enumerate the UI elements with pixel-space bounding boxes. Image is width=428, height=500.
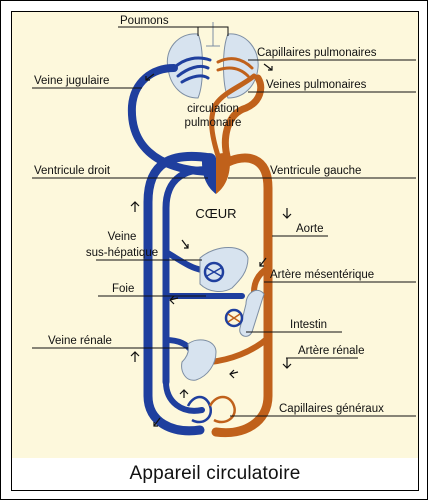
label-circulation: circulation [187, 103, 239, 115]
arrow-down-right [283, 208, 291, 218]
diagram-panel: Poumons Capillaires pulmonaires Veine ju… [11, 11, 419, 459]
arrow-hepatic [182, 240, 188, 248]
arrow-down-right-2 [283, 358, 291, 368]
label-veine-renale: Veine rénale [48, 335, 112, 347]
capillary-loop-orange [210, 397, 235, 422]
label-ventricule-gauche: Ventricule gauche [270, 165, 361, 177]
label-ventricule-droit: Ventricule droit [34, 165, 111, 177]
arrow-up-left [131, 202, 139, 212]
label-artere-mesenterique: Artère mésentérique [270, 269, 374, 281]
lung-right [224, 34, 259, 98]
liver [200, 248, 248, 292]
ventricle-left [216, 153, 230, 194]
label-artere-renale: Artère rénale [298, 345, 364, 357]
arrow-up-left-2 [131, 352, 139, 362]
liver-shape [200, 248, 248, 292]
label-pulmonaire: pulmonaire [185, 117, 242, 129]
figure-caption: Appareil circulatoire [11, 458, 419, 491]
label-aorte: Aorte [296, 223, 324, 235]
ventricle-right [202, 153, 216, 194]
renal-artery [210, 338, 268, 362]
label-veine-jugulaire: Veine jugulaire [34, 75, 109, 87]
label-veines-pulmonaires: Veines pulmonaires [266, 79, 367, 91]
arrow-renal [230, 370, 238, 378]
intestine-capillary-mesh [228, 314, 240, 322]
label-capillaires-generaux: Capillaires généraux [279, 403, 384, 415]
trachea [206, 22, 220, 46]
arrow-pulm [264, 64, 272, 70]
label-poumons: Poumons [120, 15, 169, 27]
label-sus-hepatique: sus-hépatique [86, 247, 158, 259]
lungs [167, 22, 258, 98]
arrow-capillary-up [180, 390, 188, 398]
heart [202, 153, 230, 194]
label-foie: Foie [112, 283, 134, 295]
label-capillaires-pulmonaires: Capillaires pulmonaires [257, 47, 377, 59]
leader-poumons [118, 27, 228, 36]
label-intestin: Intestin [290, 319, 327, 331]
circulatory-diagram: Poumons Capillaires pulmonaires Veine ju… [12, 12, 418, 458]
label-veine: Veine [108, 231, 137, 243]
hepatic-vein-link [166, 252, 202, 270]
label-coeur: CŒUR [195, 206, 236, 221]
